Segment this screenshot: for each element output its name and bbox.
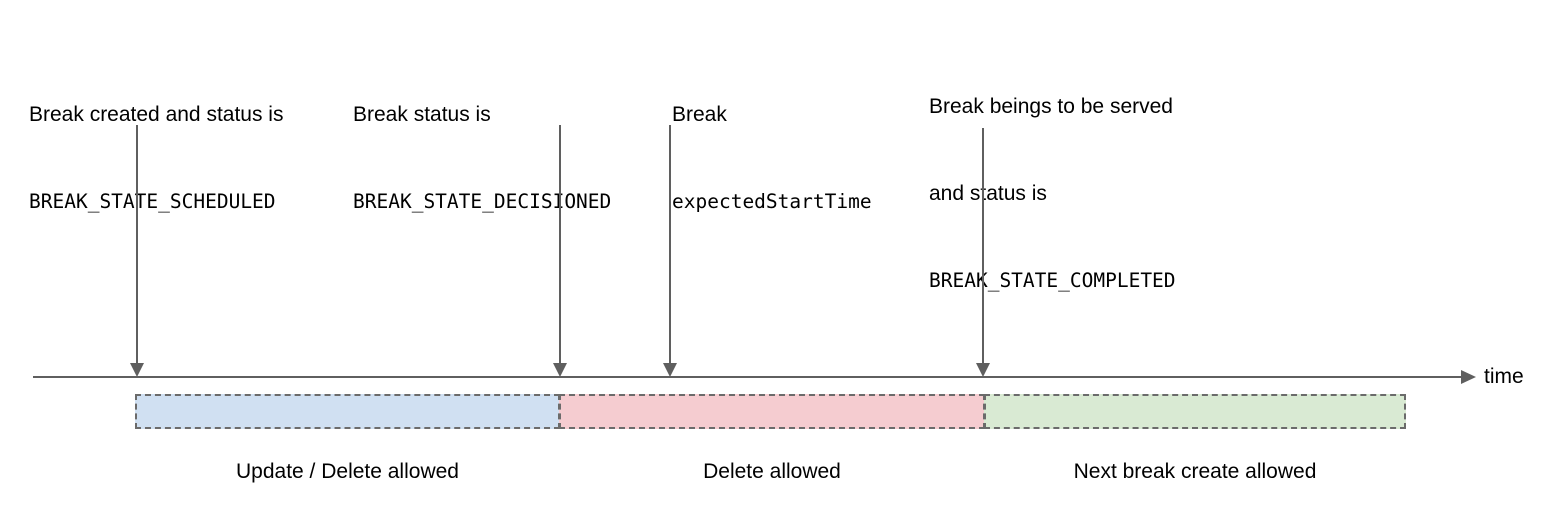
phase-caption-delete-allowed: Delete allowed: [703, 460, 841, 483]
annotation-prose-line: Break created and status is: [29, 103, 284, 126]
pointer-arrow-break-expected-start-time: [662, 125, 678, 377]
annotation-prose-line: and status is: [929, 182, 1047, 205]
arrow-head-down-icon: [130, 363, 144, 377]
annotation-break-scheduled: Break created and status is BREAK_STATE_…: [29, 42, 283, 274]
time-axis-arrow-right-icon: [1461, 370, 1476, 384]
annotation-break-completed: Break beings to be served and status is …: [929, 34, 1176, 353]
annotation-code-line: BREAK_STATE_DECISIONED: [353, 190, 612, 213]
annotation-prose-line: Break: [672, 103, 727, 126]
annotation-break-decisioned: Break status is BREAK_STATE_DECISIONED: [353, 42, 611, 274]
annotation-prose-line: Break status is: [353, 103, 491, 126]
annotation-code-line: expectedStartTime: [672, 190, 872, 213]
phase-caption-update-delete-allowed: Update / Delete allowed: [236, 460, 459, 483]
arrow-head-down-icon: [553, 363, 567, 377]
arrow-shaft: [559, 125, 561, 363]
pointer-arrow-break-scheduled: [129, 125, 145, 377]
arrow-head-down-icon: [976, 363, 990, 377]
arrow-shaft: [136, 125, 138, 363]
arrow-shaft: [669, 125, 671, 363]
pointer-arrow-break-decisioned: [552, 125, 568, 377]
arrow-head-down-icon: [663, 363, 677, 377]
annotation-code-line: BREAK_STATE_SCHEDULED: [29, 190, 276, 213]
arrow-shaft: [982, 128, 984, 363]
annotation-code-line: BREAK_STATE_COMPLETED: [929, 269, 1176, 292]
annotation-prose-line: Break beings to be served: [929, 95, 1173, 118]
phase-caption-next-break-create-allowed: Next break create allowed: [1073, 460, 1317, 483]
phase-bar-update-delete-allowed: [135, 394, 560, 429]
phase-bar-delete-allowed: [559, 394, 985, 429]
pointer-arrow-break-completed: [975, 128, 991, 377]
time-axis-label: time: [1484, 365, 1524, 388]
annotation-break-expected-start-time: Break expectedStartTime: [672, 42, 872, 274]
time-axis-line: [33, 376, 1464, 378]
phase-bar-next-break-create-allowed: [984, 394, 1406, 429]
